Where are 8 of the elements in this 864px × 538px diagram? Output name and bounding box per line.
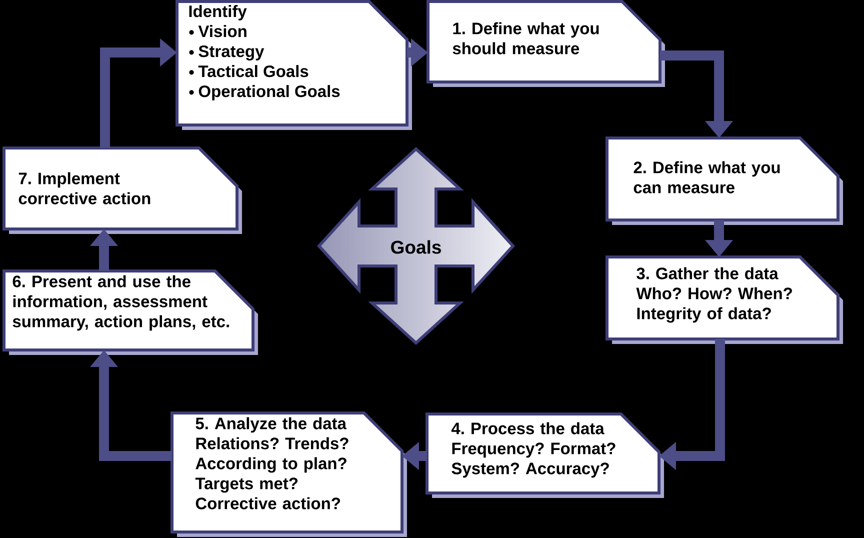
process-box: 2. Define what you can measure: [606, 136, 844, 225]
process-box: 6. Present and use the information, assessment summary, action plans, etc.: [2, 270, 258, 355]
process-box: 1. Define what you should measure: [426, 0, 665, 87]
process-box: Identify Vision Strategy Tactical Goals Operational Goals: [176, 0, 412, 130]
process-box: 3. Gather the data Who? How? When? Integrity of data?: [606, 256, 844, 344]
process-box: 4. Process the data Frequency? Format? System? Accuracy?: [426, 412, 664, 498]
process-box: 7. Implement corrective action: [2, 146, 242, 234]
process-box: 5. Analyze the data Relations? Trends? According to plan? Targets met? Corrective action?: [170, 412, 407, 537]
